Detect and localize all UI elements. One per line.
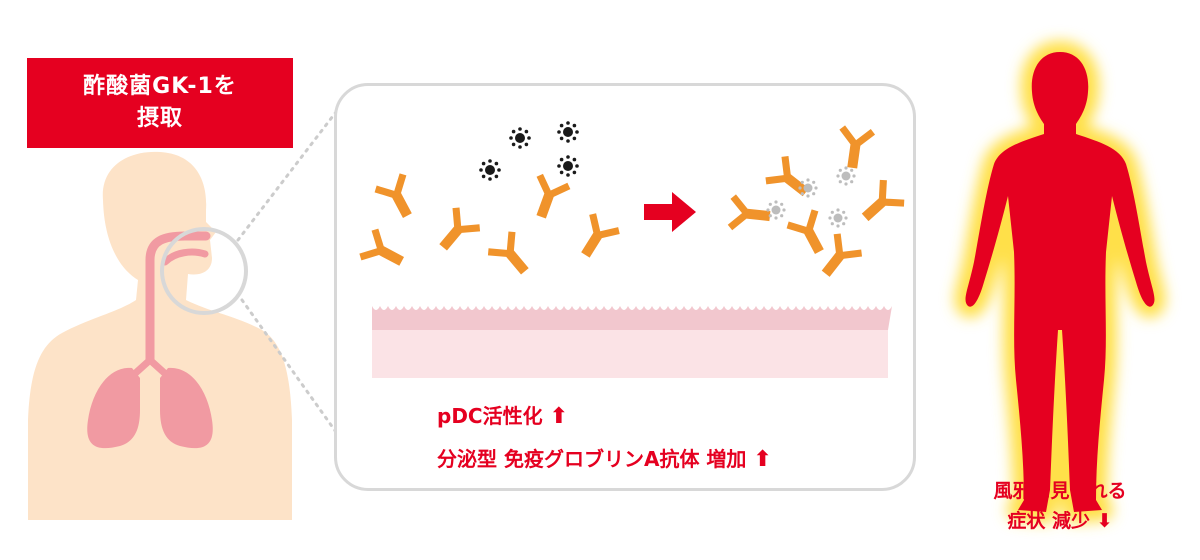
intake-label: 酢酸菌GK-1を 摂取 <box>27 58 293 148</box>
pdc-activation-label: pDC活性化 ⬆ <box>437 400 568 429</box>
pdc-activation-text: pDC活性化 <box>437 404 543 428</box>
zoom-panel <box>334 83 916 491</box>
up-arrow-icon: ⬆ <box>753 447 772 472</box>
iga-increase-text: 分泌型 免疫グロブリンA抗体 増加 <box>437 447 747 471</box>
intake-label-line1: 酢酸菌GK-1を <box>83 74 237 99</box>
full-body-figure <box>954 41 1166 523</box>
zoom-line-bottom <box>240 298 338 434</box>
airway <box>145 231 211 335</box>
zoom-line-top <box>236 110 338 242</box>
intake-label-line2: 摂取 <box>136 106 183 131</box>
body-silhouette <box>28 151 292 520</box>
cold-symptoms-line2: 症状 減少 ⬇ <box>960 506 1160 536</box>
right-lung <box>160 367 213 449</box>
left-lung <box>87 367 140 449</box>
cold-symptoms-text: 症状 減少 <box>1007 510 1091 532</box>
cold-symptoms-label: 風邪に見られる 症状 減少 ⬇ <box>960 476 1160 536</box>
down-arrow-icon: ⬇ <box>1096 510 1113 532</box>
body-silhouette-red <box>965 52 1155 512</box>
iga-increase-label: 分泌型 免疫グロブリンA抗体 増加 ⬆ <box>437 443 772 472</box>
human-bust <box>28 110 338 520</box>
cold-symptoms-line1: 風邪に見られる <box>993 480 1127 502</box>
zoom-circle <box>160 227 248 315</box>
up-arrow-icon: ⬆ <box>549 404 569 429</box>
